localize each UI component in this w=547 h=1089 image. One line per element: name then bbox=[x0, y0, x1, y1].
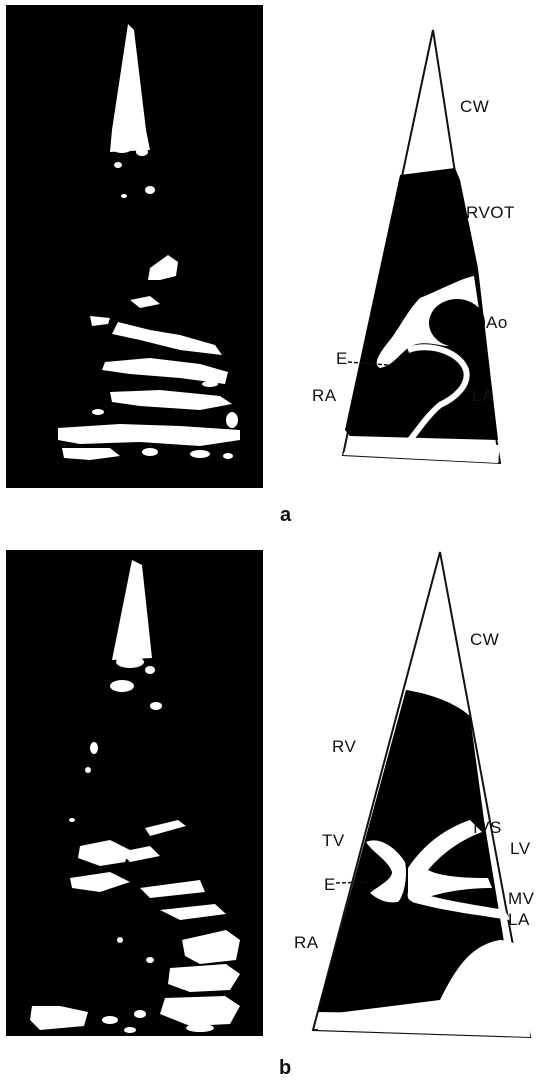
label-mv-b: MV bbox=[508, 889, 535, 908]
caption-b: b bbox=[279, 1057, 291, 1079]
label-ra-b: RA bbox=[294, 933, 319, 952]
panel-b: CW RV IVS TV LV E MV LA RA b bbox=[6, 550, 535, 1079]
caption-a: a bbox=[280, 504, 292, 526]
label-cw-b: CW bbox=[470, 630, 499, 649]
echo-image-b bbox=[6, 550, 263, 1036]
label-tv-b: TV bbox=[322, 831, 345, 850]
label-ao-a: Ao bbox=[486, 313, 508, 332]
aorta-a bbox=[429, 299, 485, 347]
label-e-b: E bbox=[324, 875, 336, 894]
label-la-a: LA bbox=[472, 386, 494, 405]
diagram-a: CW RVOT Ao E RA LA bbox=[312, 30, 515, 463]
label-e-a: E bbox=[336, 349, 348, 368]
diagram-b: CW RV IVS TV LV E MV LA RA bbox=[294, 552, 535, 1037]
label-rvot-a: RVOT bbox=[466, 203, 515, 222]
label-la-b: LA bbox=[508, 910, 530, 929]
label-rv-b: RV bbox=[332, 737, 356, 756]
echo-image-a bbox=[6, 5, 263, 488]
label-ra-a: RA bbox=[312, 386, 337, 405]
label-cw-a: CW bbox=[460, 97, 489, 116]
panel-a: CW RVOT Ao E RA LA a bbox=[6, 5, 515, 526]
label-ivs-b: IVS bbox=[473, 818, 502, 837]
label-lv-b: LV bbox=[510, 839, 531, 858]
